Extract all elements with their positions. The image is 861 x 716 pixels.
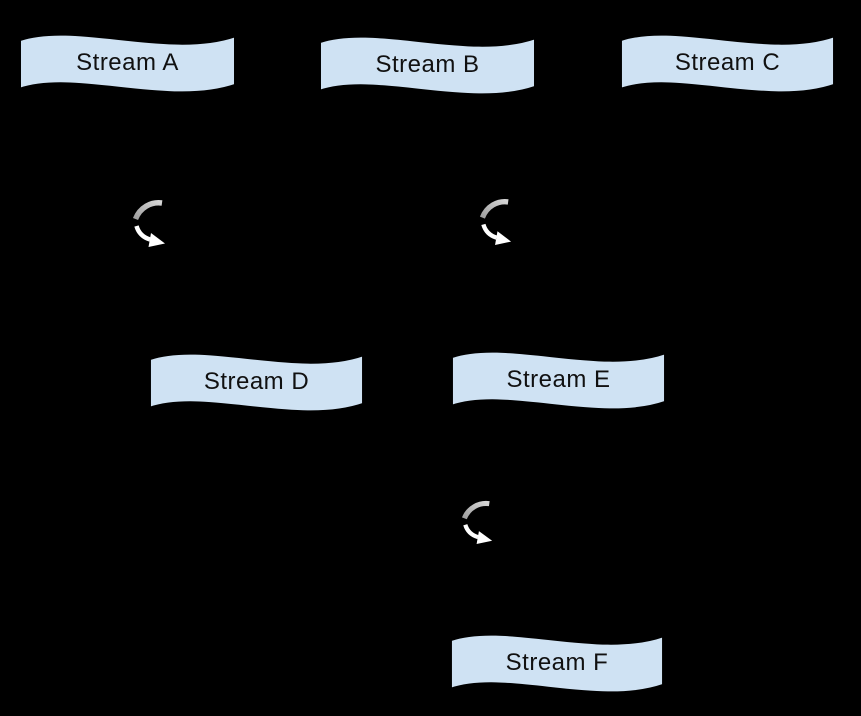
stream-label: Stream E: [506, 365, 611, 393]
stream-label: Stream C: [674, 48, 781, 76]
stream-e: Stream E: [450, 344, 667, 415]
stream-label: Stream B: [375, 50, 480, 78]
wave-shape: [148, 352, 365, 413]
loop-arrow-icon-2: [479, 198, 513, 245]
wave-shape: [318, 35, 537, 96]
stream-label: Stream A: [76, 48, 179, 76]
loop-arrow-icon-1: [132, 199, 167, 247]
stream-label: Stream D: [203, 367, 310, 395]
wave-shape: [619, 33, 836, 94]
stream-f: Stream F: [449, 627, 665, 698]
wave-shape: [450, 350, 667, 411]
wave-shape: [449, 633, 665, 694]
stream-a: Stream A: [18, 27, 237, 98]
stream-b: Stream B: [318, 29, 537, 100]
stream-label: Stream F: [505, 648, 609, 676]
wave-shape: [18, 33, 237, 94]
loop-arrow-icon-3: [461, 500, 494, 544]
stream-d: Stream D: [148, 346, 365, 417]
stream-c: Stream C: [619, 27, 836, 98]
